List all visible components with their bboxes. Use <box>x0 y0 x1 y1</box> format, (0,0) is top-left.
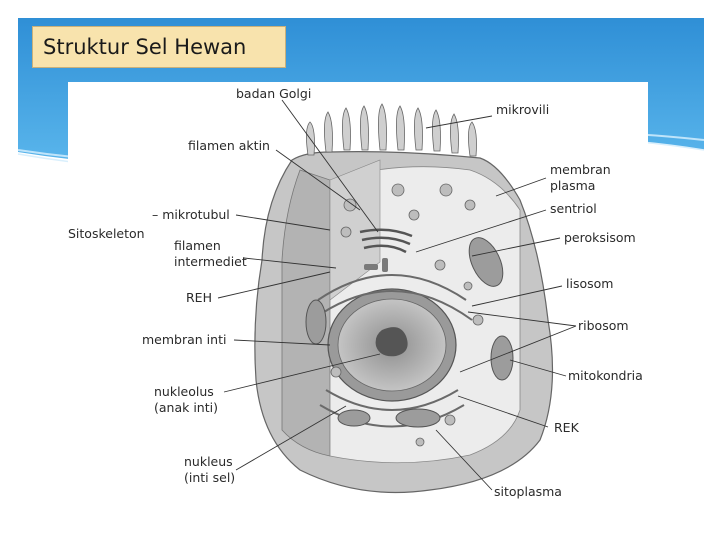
label-mitokondria: mitokondria <box>568 368 643 383</box>
label-sitoplasma: sitoplasma <box>494 484 562 499</box>
label-sitoskeleton: Sitoskeleton <box>68 226 145 241</box>
nucleolus <box>375 327 408 357</box>
label-membran-plasma-1: membran <box>550 162 611 177</box>
label-mikrovili: mikrovili <box>496 102 549 117</box>
label-filamen-intermediet-2: intermediet <box>174 254 247 269</box>
label-rek: REK <box>554 420 580 435</box>
label-reh: REH <box>186 290 212 305</box>
label-ribosom: ribosom <box>578 318 629 333</box>
label-mikrotubul: – mikrotubul <box>152 207 230 222</box>
rough-endoplasmic-reticulum <box>311 274 473 428</box>
microvilli <box>306 103 477 157</box>
label-sentriol: sentriol <box>550 201 597 216</box>
label-nukleus-1: nukleus <box>184 454 233 469</box>
label-peroksisom: peroksisom <box>564 230 636 245</box>
golgi-body <box>359 228 413 254</box>
label-filamen-aktin: filamen aktin <box>188 138 270 153</box>
label-lisosom: lisosom <box>566 276 613 291</box>
label-nukleolus-2: (anak inti) <box>154 400 218 415</box>
centriole <box>364 258 388 272</box>
label-filamen-intermediet-1: filamen <box>174 238 221 253</box>
label-membran-inti: membran inti <box>142 332 226 347</box>
mitochondria <box>305 237 514 428</box>
label-badan-golgi: badan Golgi <box>236 86 311 101</box>
label-nukleus-2: (inti sel) <box>184 470 235 485</box>
slide-title: Struktur Sel Hewan <box>32 26 286 68</box>
label-membran-plasma-2: plasma <box>550 178 595 193</box>
label-nukleolus-1: nukleolus <box>154 384 214 399</box>
leader-lines <box>217 99 577 491</box>
vesicles <box>330 183 484 447</box>
nucleus <box>327 288 457 402</box>
